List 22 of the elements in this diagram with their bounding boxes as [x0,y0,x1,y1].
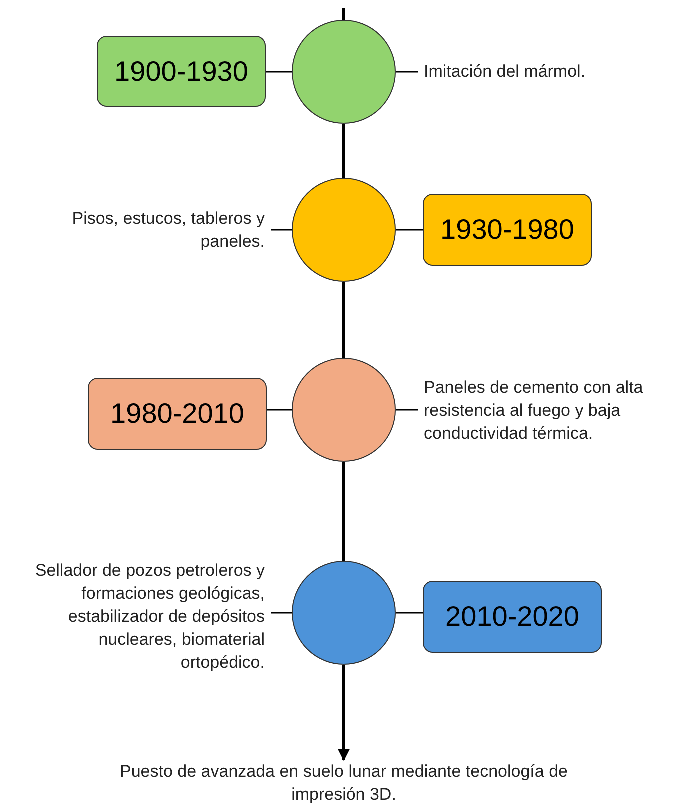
description-text: Paneles de cemento con alta resistencia al fuego y baja conductividad térmica. [418,376,668,446]
year-box: 1900-1930 [97,36,266,107]
connector-line [342,462,346,561]
connector-line [266,71,292,73]
year-box: 1930-1980 [423,194,592,266]
description-text: Pisos, estucos, tableros y paneles. [30,207,271,253]
connector-line [396,409,418,411]
year-box: 2010-2020 [423,581,602,653]
description-text: Puesto de avanzada en suelo lunar mediante tecnología de impresión 3D. [90,760,598,805]
connector-line [342,124,346,178]
connector-line [396,612,423,614]
year-box: 1980-2010 [88,378,267,450]
description-text: Imitación del mármol. [418,60,658,84]
timeline-arrow [338,665,350,762]
connector-line [342,282,346,358]
connector-line [342,8,346,20]
connector-line [267,409,292,411]
description-text: Sellador de pozos petroleros y formaciones geológicas, estabilizador de depósitos nucleares, biomaterial ortopédico. [16,559,271,675]
connector-line [271,612,292,614]
connector-line [396,229,423,231]
connector-line [271,229,292,231]
connector-line [396,71,418,73]
